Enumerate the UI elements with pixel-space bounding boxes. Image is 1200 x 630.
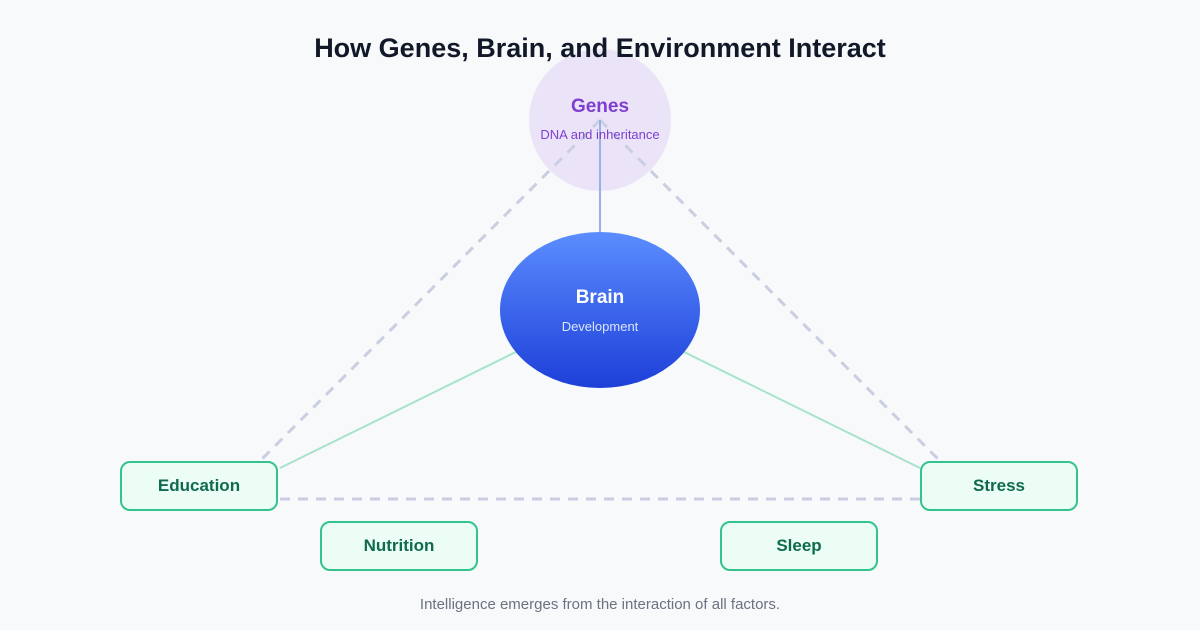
genes-node-text: Genes DNA and inheritance — [520, 96, 680, 142]
brain-sublabel: Development — [561, 319, 639, 334]
diagram-title: How Genes, Brain, and Environment Intera… — [314, 33, 886, 63]
dashed-link-genes-education — [258, 118, 602, 463]
brain-node-text: Brain Development — [500, 287, 700, 334]
factor-education[interactable]: Education — [120, 461, 278, 511]
brain-node[interactable] — [500, 232, 700, 388]
factor-nutrition[interactable]: Nutrition — [320, 521, 478, 571]
dashed-link-genes-stress — [598, 118, 942, 463]
genes-sublabel: DNA and inheritance — [540, 127, 660, 142]
factor-stress[interactable]: Stress — [920, 461, 1078, 511]
genes-label: Genes — [570, 96, 630, 117]
factor-sleep[interactable]: Sleep — [720, 521, 878, 571]
link-brain-education — [279, 349, 521, 469]
brain-label: Brain — [575, 287, 625, 308]
link-brain-stress — [679, 349, 921, 469]
diagram-caption: Intelligence emerges from the interactio… — [419, 596, 781, 613]
